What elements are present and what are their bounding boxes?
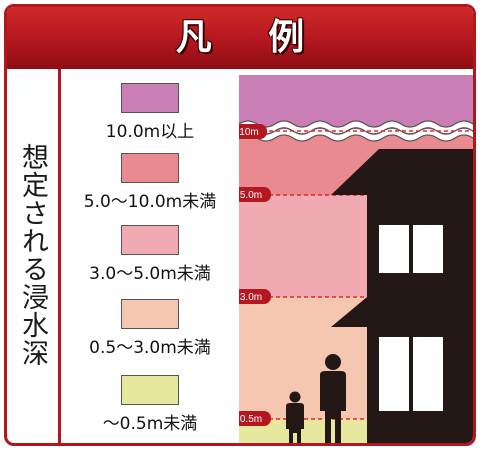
flood-depth-illustration: 10m 5.0m 3.0m 0.5m <box>239 75 473 443</box>
legend-item-5-10m: 5.0〜10.0m未満 <box>65 153 235 212</box>
legend-label: 5.0〜10.0m未満 <box>83 192 217 212</box>
wave-break <box>239 121 473 141</box>
legend-title: 凡 例 <box>175 17 327 58</box>
depth-marker-5m: 5.0m <box>239 187 271 202</box>
depth-label: 0.5m <box>240 414 262 425</box>
adult-person-icon <box>320 354 346 443</box>
title-bar: 凡 例 <box>7 7 473 69</box>
legend-label: 〜0.5m未満 <box>102 414 198 434</box>
legend-label: 0.5〜3.0m未満 <box>89 338 211 358</box>
depth-marker-0.5m: 0.5m <box>239 411 271 426</box>
swatch-under-0.5m <box>121 375 179 405</box>
legend-label: 3.0〜5.0m未満 <box>89 264 211 284</box>
legend-panel: 凡 例 想定される浸水深 10.0m以上 5.0〜10.0m未満 3.0〜5.0… <box>4 4 476 446</box>
legend-item-under-0.5m: 〜0.5m未満 <box>65 375 235 434</box>
swatch-3-5m <box>121 225 179 255</box>
depth-label: 10m <box>239 127 258 138</box>
swatch-0.5-3m <box>121 299 179 329</box>
swatch-10m-plus <box>121 83 179 113</box>
legend-item-3-5m: 3.0〜5.0m未満 <box>65 225 235 284</box>
depth-marker-10m: 10m <box>239 124 267 139</box>
depth-label: 3.0m <box>240 292 262 303</box>
side-label-column: 想定される浸水深 <box>7 69 61 443</box>
legend-label: 10.0m以上 <box>105 122 195 142</box>
legend-item-0.5-3m: 0.5〜3.0m未満 <box>65 299 235 358</box>
child-person-icon <box>286 391 304 443</box>
depth-marker-3m: 3.0m <box>239 289 271 304</box>
depth-label: 5.0m <box>240 190 262 201</box>
side-label: 想定される浸水深 <box>17 143 48 367</box>
swatch-5-10m <box>121 153 179 183</box>
house-windows <box>379 225 443 411</box>
wave-lines <box>239 120 473 142</box>
legend-item-10m-plus: 10.0m以上 <box>65 83 235 142</box>
